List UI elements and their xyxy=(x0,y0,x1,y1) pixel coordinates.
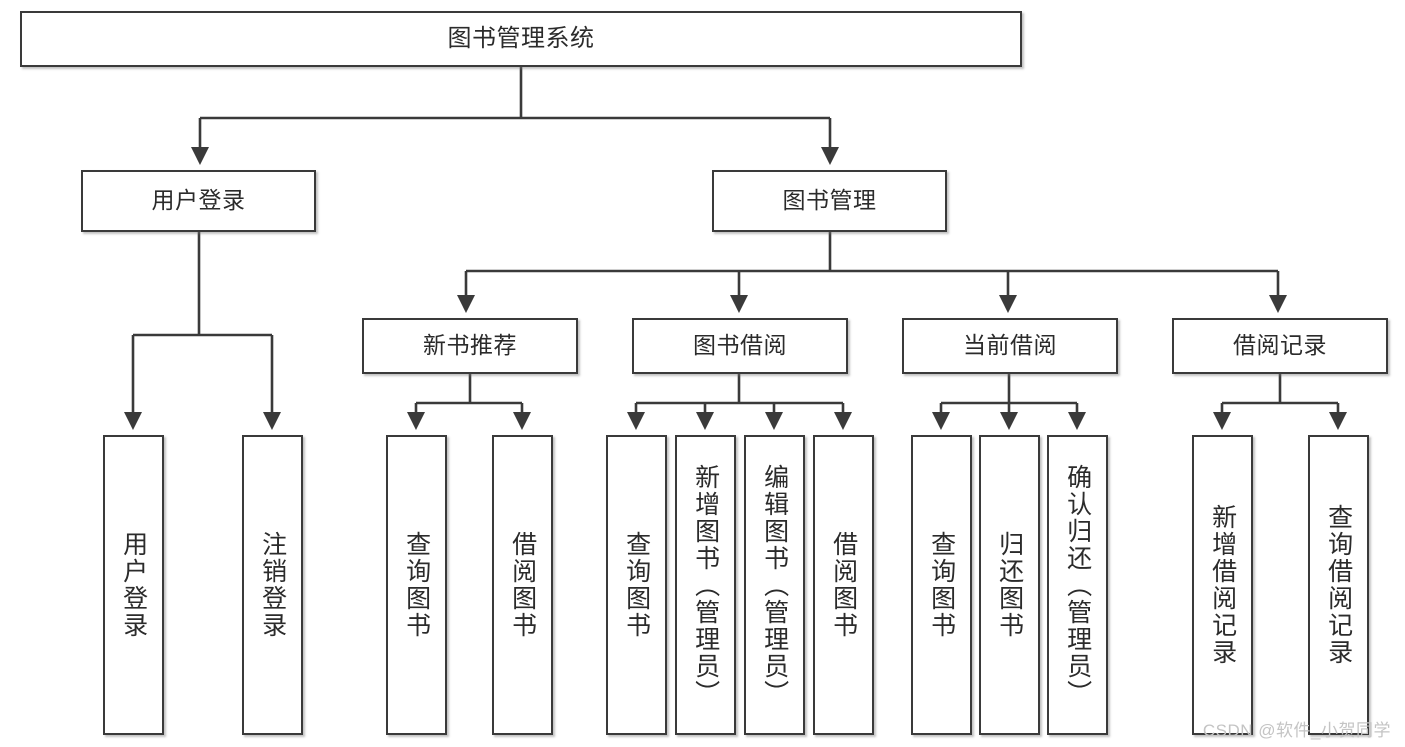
node-label: 图书管理系统 xyxy=(447,24,595,52)
node-label: 查询借阅记录 xyxy=(1324,504,1353,666)
node-label: 查询图书 xyxy=(622,531,651,639)
node-label: 借阅图书 xyxy=(508,531,537,639)
node-user-login[interactable]: 用户登录 xyxy=(81,170,316,232)
node-label: 图书借阅 xyxy=(693,332,787,359)
node-label: 新增借阅记录 xyxy=(1208,504,1237,666)
leaf-logout[interactable]: 注销登录 xyxy=(242,435,303,735)
leaf-query-book-borrow[interactable]: 查询图书 xyxy=(606,435,667,735)
node-label: 查询图书 xyxy=(402,531,431,639)
leaf-confirm-return-admin[interactable]: 确认归还（管理员） xyxy=(1047,435,1108,735)
leaf-user-login[interactable]: 用户登录 xyxy=(103,435,164,735)
leaf-query-borrow-record[interactable]: 查询借阅记录 xyxy=(1308,435,1369,735)
node-new-book-recommend[interactable]: 新书推荐 xyxy=(362,318,578,374)
node-label: 借阅记录 xyxy=(1233,332,1327,359)
leaf-borrow-book-recommend[interactable]: 借阅图书 xyxy=(492,435,553,735)
node-label: 用户登录 xyxy=(151,187,246,214)
node-label: 归还图书 xyxy=(995,531,1024,639)
node-current-borrow[interactable]: 当前借阅 xyxy=(902,318,1118,374)
leaf-return-book[interactable]: 归还图书 xyxy=(979,435,1040,735)
node-label: 当前借阅 xyxy=(963,332,1057,359)
leaf-query-book-recommend[interactable]: 查询图书 xyxy=(386,435,447,735)
node-borrow-record[interactable]: 借阅记录 xyxy=(1172,318,1388,374)
node-label: 用户登录 xyxy=(119,531,148,639)
csdn-watermark: CSDN @软件_小贺同学 xyxy=(1202,721,1391,740)
node-label: 新书推荐 xyxy=(423,332,517,359)
node-book-borrow[interactable]: 图书借阅 xyxy=(632,318,848,374)
leaf-query-book-current[interactable]: 查询图书 xyxy=(911,435,972,735)
node-label: 新增图书（管理员） xyxy=(691,463,720,707)
node-root-library-system[interactable]: 图书管理系统 xyxy=(20,11,1022,67)
node-label: 查询图书 xyxy=(927,531,956,639)
leaf-add-borrow-record[interactable]: 新增借阅记录 xyxy=(1192,435,1253,735)
node-label: 图书管理 xyxy=(782,187,877,214)
node-label: 编辑图书（管理员） xyxy=(760,463,789,707)
node-book-management[interactable]: 图书管理 xyxy=(712,170,947,232)
leaf-borrow-book[interactable]: 借阅图书 xyxy=(813,435,874,735)
leaf-add-book-admin[interactable]: 新增图书（管理员） xyxy=(675,435,736,735)
node-label: 确认归还（管理员） xyxy=(1063,463,1092,707)
node-label: 注销登录 xyxy=(258,531,287,639)
node-label: 借阅图书 xyxy=(829,531,858,639)
leaf-edit-book-admin[interactable]: 编辑图书（管理员） xyxy=(744,435,805,735)
